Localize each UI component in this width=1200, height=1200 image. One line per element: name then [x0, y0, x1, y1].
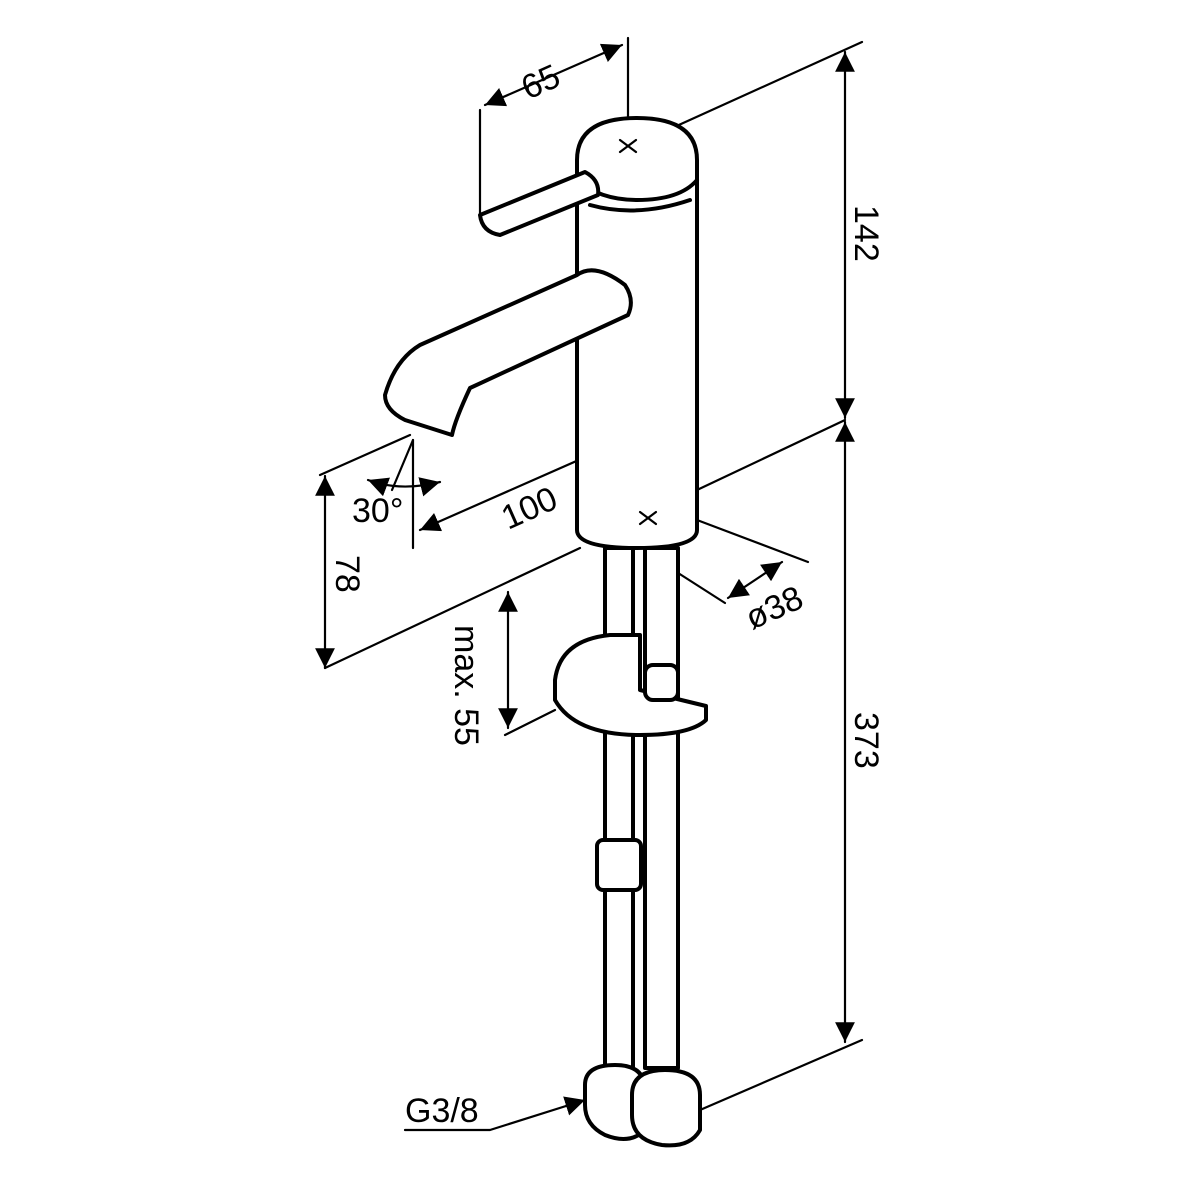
label-142: 142	[847, 205, 885, 262]
mounting-plate	[553, 633, 708, 737]
supply-hoses	[553, 546, 708, 1148]
dim-diameter-line	[726, 560, 784, 600]
faucet-body	[383, 116, 699, 550]
label-g38: G3/8	[405, 1092, 479, 1130]
label-78: 78	[328, 555, 366, 593]
dimension-lines	[315, 43, 855, 1132]
fitting-right	[630, 1068, 702, 1148]
dim-65-line	[483, 43, 624, 107]
extension-lines	[318, 36, 864, 1112]
label-100: 100	[496, 480, 563, 538]
spout	[383, 268, 633, 437]
label-373: 373	[847, 712, 885, 769]
label-65: 65	[516, 57, 566, 107]
label-max55: max. 55	[447, 625, 485, 746]
label-30deg: 30°	[352, 492, 403, 530]
hose-nut	[595, 838, 643, 892]
angle-arc	[366, 477, 442, 497]
label-diameter: ø38	[740, 579, 809, 638]
lever-handle	[478, 170, 601, 237]
thread-leader	[403, 1096, 587, 1132]
